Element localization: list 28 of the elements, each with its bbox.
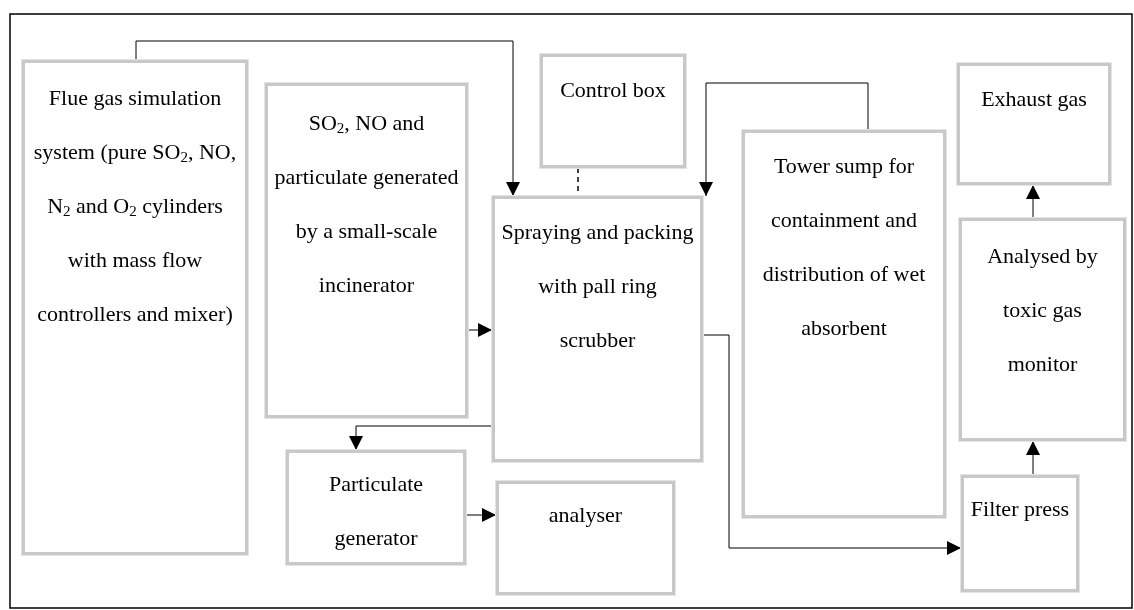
process-box	[492, 196, 703, 462]
arrow	[467, 323, 493, 337]
process-box	[22, 60, 248, 555]
box-label: Flue gas simulation system (pure SO$_{2}$, NO, N$_{2}$ and O$_{2}$ cylinders with mass flow controllers and mixer)	[32, 84, 238, 328]
process-box	[265, 83, 468, 418]
arrow	[1026, 184, 1040, 219]
process-box	[959, 218, 1126, 441]
process-box	[961, 475, 1079, 592]
box-label: Control box	[559, 76, 667, 104]
box-label: Exhaust gas	[980, 85, 1088, 113]
box-label: analyser	[547, 501, 624, 529]
box-label: SO$_{2}$, NO and particulate generated by a small-scale incinerator	[273, 109, 460, 299]
arrow	[349, 425, 493, 451]
arrow	[465, 508, 497, 522]
box-label: Tower sump for containment and distribution of wet absorbent	[761, 152, 927, 342]
arrow	[135, 40, 520, 197]
arrow	[702, 334, 962, 555]
box-label: Particulate generator	[327, 470, 425, 552]
box-label: Analysed by toxic gas monitor	[986, 242, 1099, 378]
box-label: Spraying and packing with pall ring scrubber	[500, 218, 695, 354]
box-label: Filter press	[969, 495, 1071, 523]
process-box	[742, 130, 946, 518]
process-box	[286, 450, 466, 565]
process-box	[957, 63, 1111, 185]
process-box	[496, 481, 675, 595]
arrow	[699, 82, 869, 197]
process-box	[540, 54, 686, 168]
arrow	[1026, 440, 1040, 476]
